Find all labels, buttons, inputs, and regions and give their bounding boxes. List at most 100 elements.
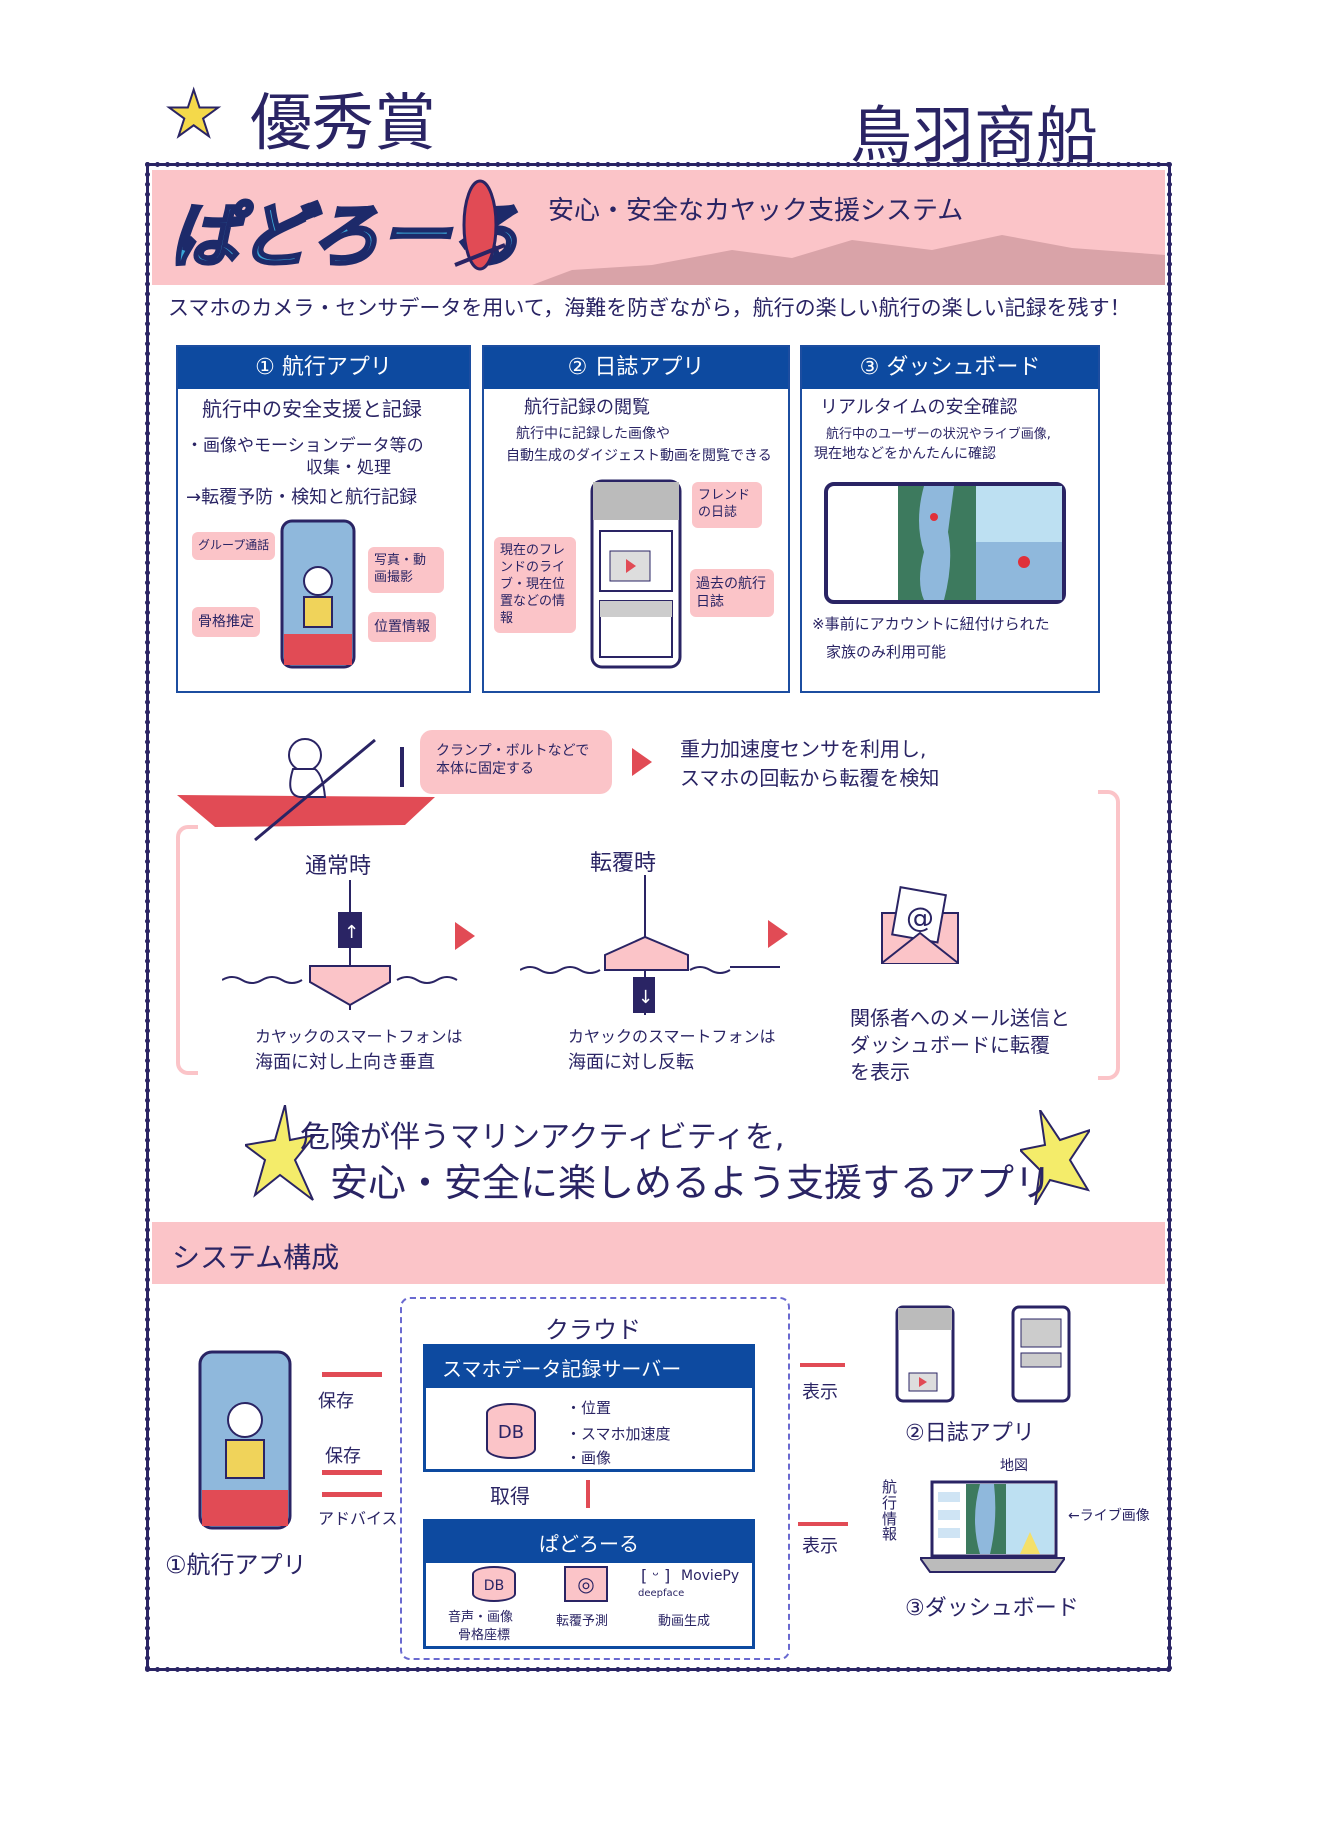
card-line: 航行中のユーザーの状況やライブ画像, — [826, 427, 1051, 442]
card-title: ① 航行アプリ — [178, 347, 469, 389]
notify-text: 関係者へのメール送信と ダッシュボードに転覆 を表示 — [850, 1005, 1070, 1086]
normal-orientation-diagram: ↑ — [222, 880, 458, 1010]
slogan-line-2: 安心・安全に楽しめるよう支援するアプリ — [330, 1161, 1053, 1205]
caption-line: カヤックのスマートフォンは — [255, 1027, 463, 1046]
school-name: 鳥羽商船 — [850, 99, 1099, 172]
card-diary-app: ② 日誌アプリ 航行記録の閲覧 航行中に記録した画像や 自動生成のダイジェスト動… — [482, 345, 790, 693]
card-note: ※事前にアカウントに紐付けられた — [812, 615, 1050, 633]
padoro-title: ぱどろーる — [426, 1522, 752, 1563]
cloud-box — [400, 1297, 790, 1660]
header-subtitle: 安心・安全なカヤック支援システム — [548, 196, 964, 226]
card-heading: 航行記録の閲覧 — [524, 397, 650, 418]
db-label: 音声・画像 — [448, 1610, 514, 1625]
svg-text:@: @ — [906, 901, 934, 934]
caption-line: 海面に対し上向き垂直 — [255, 1052, 435, 1073]
nav-info-label: 航行情報 — [882, 1478, 898, 1544]
kayaker-illustration — [177, 738, 435, 842]
map-label: 地図 — [1000, 1458, 1028, 1474]
feature-tag: グループ通話 — [192, 532, 276, 560]
star-icon: ★ — [164, 77, 223, 153]
card-dashboard: ③ ダッシュボード リアルタイムの安全確認 航行中のユーザーの状況やライブ画像,… — [800, 345, 1100, 693]
svg-text:↑: ↑ — [344, 922, 359, 943]
diary-phone-illustration — [590, 479, 682, 669]
card-title: ③ ダッシュボード — [802, 347, 1098, 389]
fetch-label: 取得 — [490, 1484, 530, 1508]
arrow-right-icon — [768, 920, 788, 948]
dashboard-tablet-illustration — [824, 482, 1066, 604]
sensor-line: 重力加速度センサを利用し, — [680, 737, 927, 761]
sensor-text: 重力加速度センサを利用し, スマホの回転から転覆を検知 — [680, 735, 939, 793]
show-arrow — [800, 1363, 845, 1367]
padoro-box: ぱどろーる DB 音声・画像 骨格座標 ◎ 転覆予測 [ ᵕ ] MoviePy… — [423, 1519, 755, 1649]
capsized-label: 転覆時 — [590, 851, 657, 876]
header-band — [152, 170, 1165, 285]
slogan-line-1: 危険が伴うマリンアクティビティを, — [300, 1120, 785, 1155]
advice-label: アドバイス — [318, 1509, 398, 1528]
arrow-right-icon — [632, 748, 652, 776]
live-image-label: ←ライブ画像 — [1068, 1508, 1150, 1524]
navigation-app-phone — [198, 1350, 292, 1530]
server-item: ・位置 — [566, 1399, 612, 1417]
advice-arrow — [322, 1492, 382, 1497]
card-line: 航行中に記録した画像や — [516, 426, 670, 442]
feature-tag: フレンドの日誌 — [692, 482, 762, 528]
feature-tag: 写真・動画撮影 — [368, 547, 444, 593]
save-arrow — [322, 1470, 382, 1475]
svg-text:↓: ↓ — [638, 987, 653, 1008]
save-label: 保存 — [325, 1446, 361, 1467]
card-title: ② 日誌アプリ — [484, 347, 788, 389]
bubble-line: 本体に固定する — [436, 761, 534, 778]
normal-caption: カヤックのスマートフォンは 海面に対し上向き垂直 — [255, 1025, 463, 1076]
caption-line: カヤックのスマートフォンは — [568, 1027, 776, 1046]
intro-text: スマホのカメラ・センサデータを用いて，海難を防ぎながら，航行の楽しい航行の楽しい… — [168, 296, 1131, 320]
card-line: 自動生成のダイジェスト動画を閲覧できる — [506, 448, 772, 464]
feature-tag: 骨格推定 — [192, 607, 260, 638]
diary-app-label: ②日誌アプリ — [905, 1421, 1035, 1446]
island-silhouette — [532, 235, 1165, 285]
card-line: ・画像やモーションデータ等の — [186, 436, 424, 456]
brain-icon: ◎ — [564, 1566, 608, 1602]
card-heading: 航行中の安全支援と記録 — [202, 397, 422, 421]
award-title: 優秀賞 — [250, 86, 437, 159]
burst-icon — [1020, 1110, 1090, 1205]
show-label: 表示 — [802, 1382, 838, 1403]
database-icon: DB — [486, 1403, 536, 1459]
notify-line: を表示 — [850, 1060, 910, 1084]
poster-frame — [145, 162, 1172, 1672]
caption-line: 海面に対し反転 — [568, 1052, 694, 1073]
card-note: 家族のみ利用可能 — [826, 643, 947, 661]
system-band — [152, 1222, 1165, 1284]
feature-tag: 現在のフレンドのライブ・現在位置などの情報 — [494, 537, 576, 634]
db-label: 骨格座標 — [458, 1628, 511, 1643]
normal-label: 通常時 — [305, 854, 372, 879]
moviepy-label: MoviePy — [681, 1568, 740, 1584]
fetch-arrow — [586, 1480, 590, 1508]
card-line: →転覆予防・検知と航行記録 — [186, 487, 418, 508]
email-icon: @ — [881, 886, 959, 964]
system-title: システム構成 — [172, 1241, 340, 1274]
predict-label: 転覆予測 — [556, 1614, 609, 1629]
dashboard-label: ③ダッシュボード — [905, 1596, 1079, 1621]
feature-tag: 位置情報 — [368, 612, 436, 643]
server-item: ・画像 — [566, 1449, 612, 1467]
database-icon: DB — [472, 1566, 516, 1602]
burst-icon — [245, 1105, 315, 1201]
card-heading: リアルタイムの安全確認 — [820, 397, 1018, 418]
server-item: ・スマホ加速度 — [566, 1425, 671, 1443]
capsized-caption: カヤックのスマートフォンは 海面に対し反転 — [568, 1025, 776, 1076]
server-title: スマホデータ記録サーバー — [426, 1347, 752, 1388]
notify-line: ダッシュボードに転覆 — [850, 1033, 1050, 1057]
card-line: 収集・処理 — [306, 458, 391, 478]
face-icon: [ ᵕ ] — [641, 1566, 671, 1585]
bubble-line: クランプ・ボルトなどで — [436, 743, 590, 759]
feature-tag: 過去の航行日誌 — [690, 569, 774, 618]
show-arrow — [798, 1522, 848, 1526]
deepface-label: deepface — [638, 1588, 685, 1599]
arrow-right-icon — [455, 922, 475, 950]
card-line: 現在地などをかんたんに確認 — [814, 446, 996, 462]
cloud-label: クラウド — [545, 1316, 641, 1344]
phone-illustration — [280, 519, 356, 669]
kayak-logo-icon — [454, 179, 506, 271]
video-label: 動画生成 — [658, 1614, 711, 1629]
card-navigation-app: ① 航行アプリ 航行中の安全支援と記録 ・画像やモーションデータ等の 収集・処理… — [176, 345, 471, 693]
